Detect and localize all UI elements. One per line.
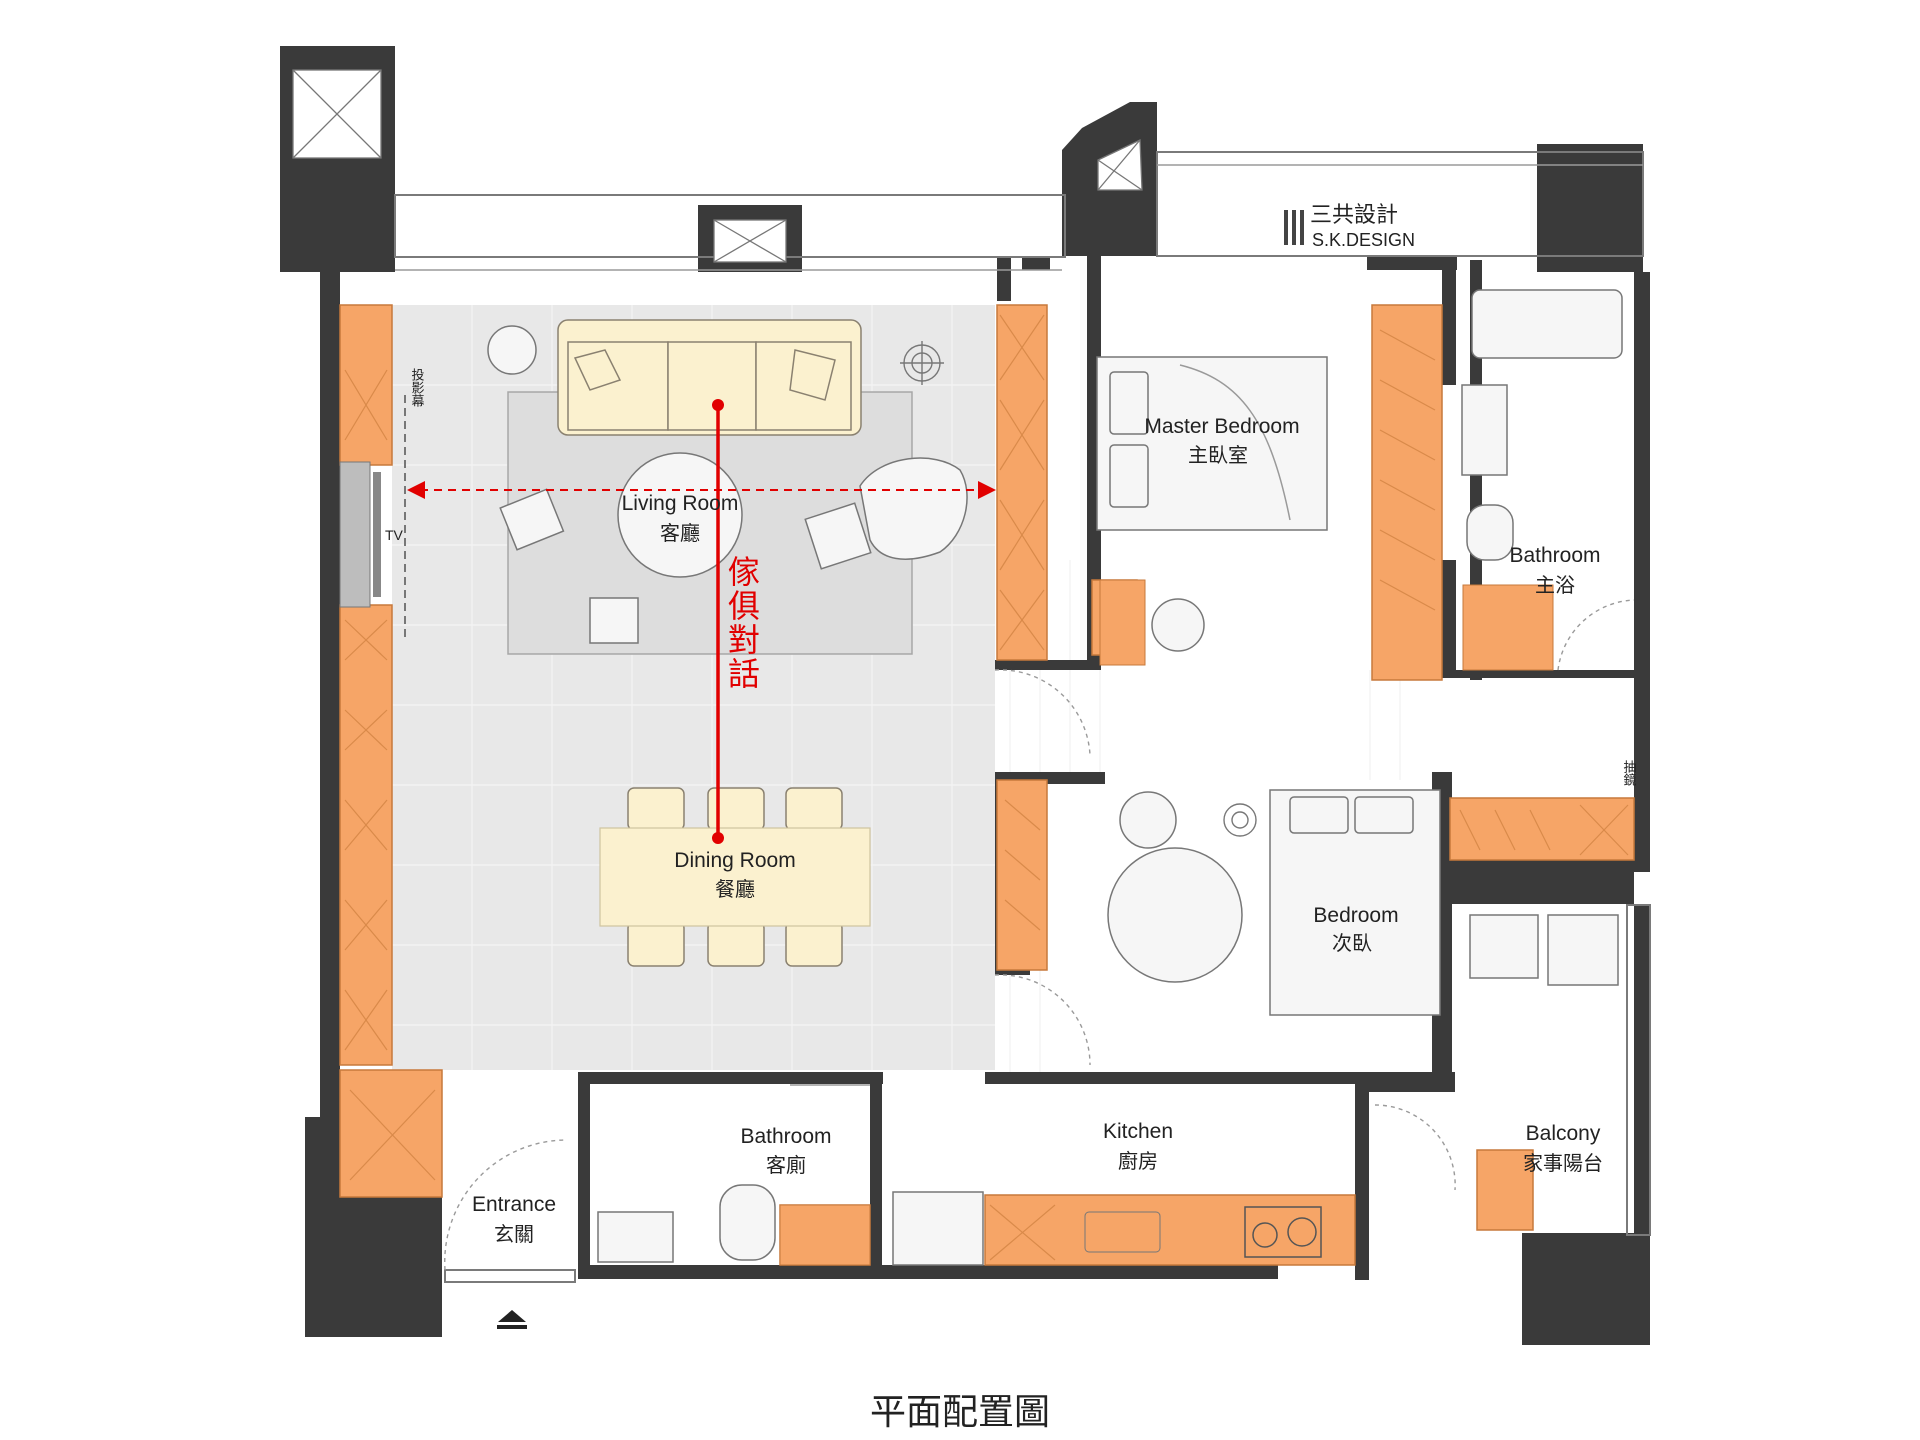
desk [1099,579,1146,666]
bathtub [1471,289,1623,359]
master-bathroom-label-zh: 主浴 [1535,573,1575,597]
dialogue-point-bottom [712,832,724,844]
sofa [557,319,862,436]
bedroom-label: Bedroom [1313,904,1398,927]
ottoman-right [804,502,872,570]
floor-grid [392,305,995,1070]
dialogue-annotation: 傢俱對話 [723,555,761,691]
guest-bathroom-label: Bathroom [740,1125,831,1148]
guest-shower [597,1211,674,1263]
master-bathroom-label: Bathroom [1509,544,1600,567]
screen-label: 投影幕 [409,367,425,408]
ottoman-left [499,488,565,551]
doors [444,669,1456,1271]
dining-room-label: Dining Room [674,849,795,872]
walls [280,46,1650,1345]
arrow-right-icon [978,481,996,499]
master-bedroom-label-zh: 主臥室 [1188,443,1248,467]
entrance-arrow-icon [498,1310,526,1322]
arrow-left-icon [407,481,425,499]
living-room-label-zh: 客廳 [660,521,700,545]
cabinet-marks [344,314,1629,1261]
kitchen-label-zh: 廚房 [1118,1149,1158,1173]
side-table [487,325,537,375]
desk-chair [1151,598,1205,652]
shower [1461,384,1508,476]
tv [373,472,381,597]
plan-title: 平面配置圖 [870,1392,1050,1433]
second-pillows [1289,796,1414,834]
balcony-label: Balcony [1526,1122,1601,1145]
entrance-label: Entrance [472,1193,556,1216]
dialogue-point-top [712,399,724,411]
lounge-chair [859,457,968,560]
living-room-label: Living Room [622,492,739,515]
column-crosses [292,69,1143,263]
entrance-label-zh: 玄關 [494,1222,534,1246]
balcony-label-zh: 家事陽台 [1523,1151,1603,1175]
brand-name-zh: 三共設計 [1310,203,1398,228]
round-table [1107,847,1243,983]
stove-icon [1244,1206,1322,1258]
tv-label: TV [385,527,404,543]
dining-table [599,827,871,927]
master-duvet [1179,364,1291,521]
master-pillows [1109,371,1149,508]
mirror-label: 抽鏡 [1621,760,1637,786]
brand-name-en: S.K.DESIGN [1312,230,1415,250]
sink [1084,1211,1161,1253]
washer [1469,914,1539,979]
brand-logo: 三共設計 S.K.DESIGN [1284,203,1415,250]
chair-round [1119,791,1177,849]
entrance-arrow-bar [497,1325,527,1329]
dryer [1547,914,1619,986]
ottoman-bottom [589,597,639,644]
master-toilet [1466,504,1514,561]
bedroom-label-zh: 次臥 [1332,931,1372,955]
guest-vanity [779,1204,871,1266]
master-vanity [1462,584,1554,671]
master-bath-door [1557,599,1635,671]
fridge [892,1191,984,1266]
dining-room-label-zh: 餐廳 [715,877,755,901]
guest-toilet [719,1184,776,1261]
master-bedroom-label: Master Bedroom [1144,415,1299,438]
floor-lamp-icon [900,341,944,385]
coffee-table [617,452,743,578]
lamp-icon [1223,803,1257,837]
tv-unit [339,461,371,608]
guest-bathroom-label-zh: 客廁 [766,1153,806,1177]
kitchen-label: Kitchen [1103,1120,1173,1143]
